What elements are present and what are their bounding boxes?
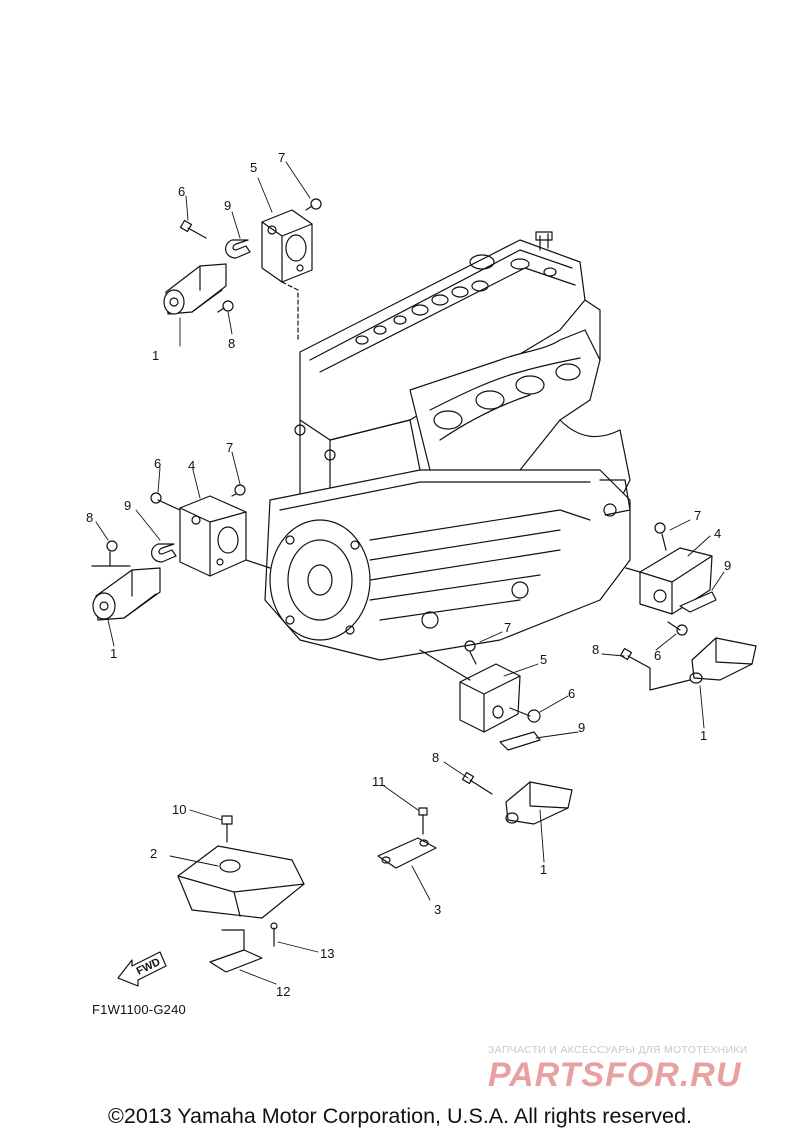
mount-group-mid-left [91,484,271,621]
callout-7: 7 [694,508,701,523]
callout-8: 8 [432,750,439,765]
callout-1: 1 [152,348,159,363]
mount-group-top-left [163,198,322,341]
callout-1: 1 [700,728,707,743]
copyright-notice: ©2013 Yamaha Motor Corporation, U.S.A. A… [108,1104,692,1128]
watermark-logo: PARTSFOR.RU [488,1056,742,1094]
callout-labels: 1 1 1 1 2 3 4 4 5 5 6 6 6 6 7 7 7 7 8 8 … [86,150,731,999]
callout-8: 8 [86,510,93,525]
callout-4: 4 [714,526,721,541]
callout-9: 9 [124,498,131,513]
watermark-subtitle: ЗАПЧАСТИ И АКСЕССУАРЫ ДЛЯ МОТОТЕХНИКИ [488,1044,748,1056]
callout-3: 3 [434,902,441,917]
callout-10: 10 [172,802,186,817]
callout-6: 6 [154,456,161,471]
callout-5: 5 [540,652,547,667]
callout-8: 8 [228,336,235,351]
callout-4: 4 [188,458,195,473]
callout-12: 12 [276,984,290,999]
callout-2: 2 [150,846,157,861]
leader-lines [95,161,725,985]
callout-9: 9 [578,720,585,735]
callout-13: 13 [320,946,334,961]
callout-1: 1 [540,862,547,877]
callout-6: 6 [568,686,575,701]
cover-group [117,807,437,987]
mount-group-right [619,522,757,691]
engine-block [264,231,631,661]
callout-7: 7 [278,150,285,165]
callout-7: 7 [504,620,511,635]
callout-5: 5 [250,160,257,175]
callout-6: 6 [178,184,185,199]
callout-1: 1 [110,646,117,661]
diagram-code: F1W1100-G240 [92,1002,186,1017]
mount-group-lower-center [419,640,573,825]
callout-9: 9 [724,558,731,573]
callout-9: 9 [224,198,231,213]
callout-7: 7 [226,440,233,455]
callout-8: 8 [592,642,599,657]
callout-6: 6 [654,648,661,663]
callout-11: 11 [372,774,386,789]
